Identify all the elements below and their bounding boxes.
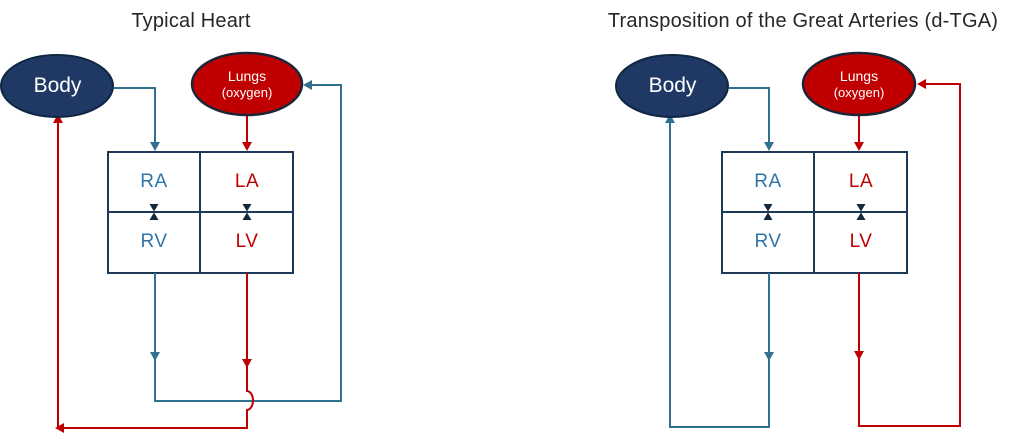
body-label: Body <box>33 74 82 97</box>
lv-to-body-line <box>64 364 254 429</box>
arrowhead-down-icon <box>854 351 864 360</box>
lungs-label: Lungs (oxygen) <box>192 53 302 115</box>
arrowhead-left-icon <box>303 80 312 90</box>
arrowhead-down-icon <box>242 359 252 368</box>
lv-to-lungs-line <box>858 83 961 427</box>
rv-to-lungs-line <box>154 84 342 402</box>
right-blue-flow <box>665 87 774 428</box>
valve-icon <box>242 204 252 220</box>
right-heart-grid <box>721 151 908 274</box>
left-ellipses <box>0 51 304 118</box>
arrowhead-down-icon <box>242 142 252 151</box>
body-label: Body <box>648 74 697 97</box>
lungs-ellipse <box>801 51 917 117</box>
lungs-ellipse <box>190 51 304 117</box>
valve-icon <box>856 204 866 220</box>
lungs-label-line2: (oxygen) <box>833 84 885 100</box>
arrowhead-up-icon <box>665 114 675 123</box>
lungs-label-line2: (oxygen) <box>221 84 273 100</box>
chamber-label-ra: RA <box>140 171 168 192</box>
right-ellipses <box>615 51 917 118</box>
arrowhead-down-icon <box>854 142 864 151</box>
body-to-ra-line <box>114 87 156 143</box>
arrowhead-down-icon <box>150 352 160 361</box>
rv-to-body-line <box>669 123 770 428</box>
arrowhead-up-icon <box>53 114 63 123</box>
chamber-label-la: LA <box>848 171 874 192</box>
arrowhead-left-icon <box>917 79 926 89</box>
lungs-label-line1: Lungs <box>227 67 267 84</box>
right-red-flow <box>854 79 961 427</box>
left-red-flow <box>53 114 254 433</box>
valve-icon <box>149 204 159 220</box>
chamber-label-rv: RV <box>140 231 168 252</box>
chamber-label-lv: LV <box>849 231 873 252</box>
body-ellipse <box>0 54 114 118</box>
valve-icon <box>763 204 773 220</box>
body-to-ra-line <box>729 87 770 143</box>
arrowhead-down-icon <box>764 352 774 361</box>
left-heart-grid <box>107 151 294 274</box>
arrowhead-down-icon <box>764 142 774 151</box>
chamber-label-la: LA <box>234 171 260 192</box>
chamber-label-ra: RA <box>754 171 782 192</box>
lungs-label: Lungs (oxygen) <box>803 53 915 115</box>
arrowhead-down-icon <box>150 142 160 151</box>
left-blue-flow <box>114 80 342 402</box>
arrowhead-left-icon <box>55 423 64 433</box>
chamber-label-lv: LV <box>235 231 259 252</box>
chamber-label-rv: RV <box>754 231 782 252</box>
right-diagram-title: Transposition of the Great Arteries (d-T… <box>607 9 999 32</box>
lungs-label-line1: Lungs <box>839 67 879 84</box>
body-ellipse <box>615 54 729 118</box>
left-diagram-title: Typical Heart <box>131 9 251 32</box>
